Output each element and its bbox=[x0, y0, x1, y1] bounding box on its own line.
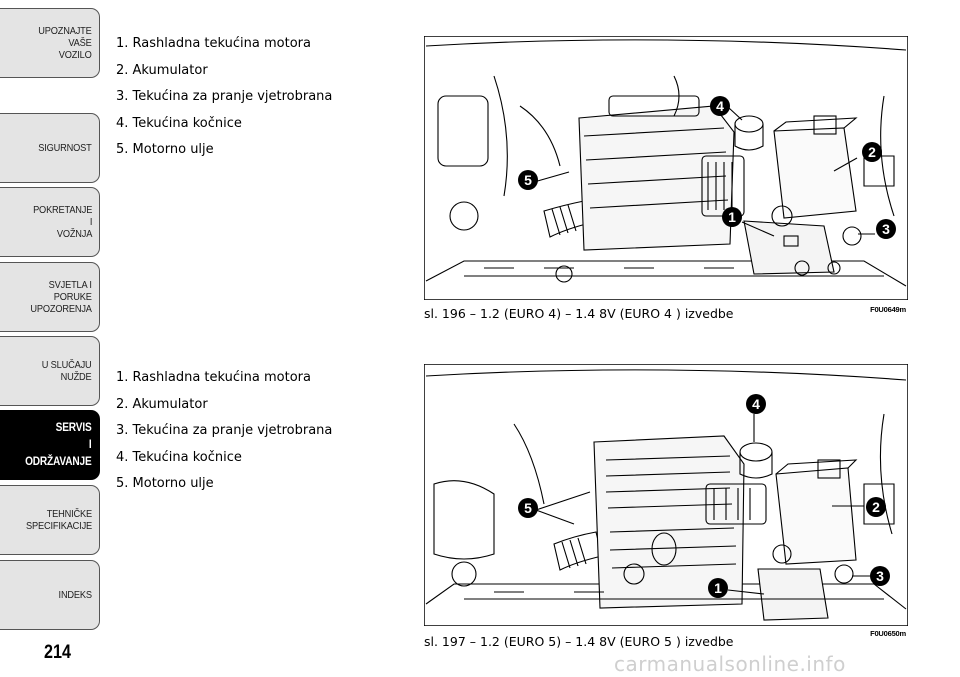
engine-bay-illustration: 4 2 3 1 5 bbox=[424, 364, 908, 626]
callout-3: 3 bbox=[882, 221, 890, 237]
watermark: carmanualsonline.info bbox=[614, 652, 846, 676]
figure-197: 4 2 3 1 5 sl. 197 – 1.2 (EURO 5) – 1.4 8… bbox=[424, 364, 908, 654]
legend-item: 4. Tekućina kočnice bbox=[116, 115, 242, 131]
tab-pokretanje-i-voznja[interactable]: POKRETANJE I VOŽNJA bbox=[0, 187, 100, 257]
tab-u-slucaju-nuzde[interactable]: U SLUČAJU NUŽDE bbox=[0, 336, 100, 406]
legend-item: 1. Rashladna tekućina motora bbox=[116, 370, 311, 385]
legend-item: 2. Akumulator bbox=[116, 396, 208, 412]
engine-bay-illustration: 4 2 3 1 5 bbox=[424, 36, 908, 300]
tab-label: U SLUČAJU NUŽDE bbox=[42, 359, 92, 383]
tab-svjetla-i-poruke[interactable]: SVJETLA I PORUKE UPOZORENJA bbox=[0, 262, 100, 332]
callout-5: 5 bbox=[524, 172, 532, 188]
tab-label: POKRETANJE I VOŽNJA bbox=[32, 204, 92, 240]
chapter-tabs: UPOZNAJTE VAŠE VOZILO SIGURNOST POKRETAN… bbox=[0, 0, 104, 677]
callout-2: 2 bbox=[868, 144, 876, 160]
figure-caption: sl. 197 – 1.2 (EURO 5) – 1.4 8V (EURO 5 … bbox=[424, 634, 734, 649]
legend-fig-197: 1. Rashladna tekućina motora 2. Akumulat… bbox=[116, 368, 332, 501]
tab-label: INDEKS bbox=[58, 589, 93, 601]
tab-label: UPOZNAJTE VAŠE VOZILO bbox=[38, 25, 93, 61]
legend-item: 3. Tekućina za pranje vjetrobrana bbox=[116, 89, 333, 104]
legend-item: 5. Motorno ulje bbox=[116, 142, 214, 157]
tab-label: TEHNIČKE SPECIFIKACIJE bbox=[25, 508, 92, 532]
tab-indeks[interactable]: INDEKS bbox=[0, 560, 100, 630]
tab-tehnicke-specifikacije[interactable]: TEHNIČKE SPECIFIKACIJE bbox=[0, 485, 100, 555]
callout-2: 2 bbox=[872, 499, 880, 515]
legend-item: 4. Tekućina kočnice bbox=[116, 449, 242, 465]
figure-code: F0U0649m bbox=[870, 305, 906, 314]
tab-upoznajte-vase-vozilo[interactable]: UPOZNAJTE VAŠE VOZILO bbox=[0, 8, 100, 78]
callout-3: 3 bbox=[876, 568, 884, 584]
tab-label: SERVIS I ODRŽAVANJE bbox=[25, 421, 93, 468]
tab-servis-i-odrzavanje[interactable]: SERVIS I ODRŽAVANJE bbox=[0, 410, 100, 480]
figure-code: F0U0650m bbox=[870, 629, 906, 638]
callout-1: 1 bbox=[714, 580, 722, 596]
legend-item: 2. Akumulator bbox=[116, 62, 208, 78]
tab-sigurnost[interactable]: SIGURNOST bbox=[0, 113, 100, 183]
callout-4: 4 bbox=[752, 396, 760, 412]
figure-caption: sl. 196 – 1.2 (EURO 4) – 1.4 8V (EURO 4 … bbox=[424, 306, 734, 321]
callout-5: 5 bbox=[524, 500, 532, 516]
tab-label: SIGURNOST bbox=[38, 142, 93, 154]
legend-fig-196: 1. Rashladna tekućina motora 2. Akumulat… bbox=[116, 34, 332, 167]
legend-item: 1. Rashladna tekućina motora bbox=[116, 36, 311, 51]
tab-label: SVJETLA I PORUKE UPOZORENJA bbox=[30, 279, 93, 315]
figure-196: 4 2 3 1 5 sl. 196 – 1.2 (EURO 4) – 1.4 8… bbox=[424, 36, 908, 326]
callout-1: 1 bbox=[728, 209, 736, 225]
legend-item: 3. Tekućina za pranje vjetrobrana bbox=[116, 423, 333, 438]
legend-item: 5. Motorno ulje bbox=[116, 476, 214, 491]
page-number: 214 bbox=[44, 642, 71, 663]
callout-4: 4 bbox=[716, 98, 724, 114]
